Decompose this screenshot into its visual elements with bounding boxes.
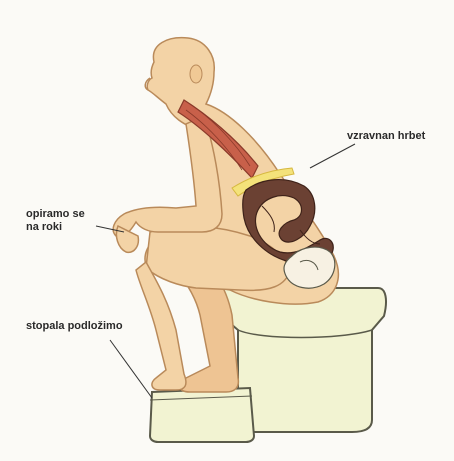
label-rest-on-hands: opiramo se na roki [26,208,85,234]
footstool [150,388,254,442]
label-straight-back: vzravnan hrbet [347,130,425,143]
callout-line-back [310,144,355,168]
label-raise-feet: stopala podložimo [26,320,123,333]
callout-line-feet [110,340,152,398]
